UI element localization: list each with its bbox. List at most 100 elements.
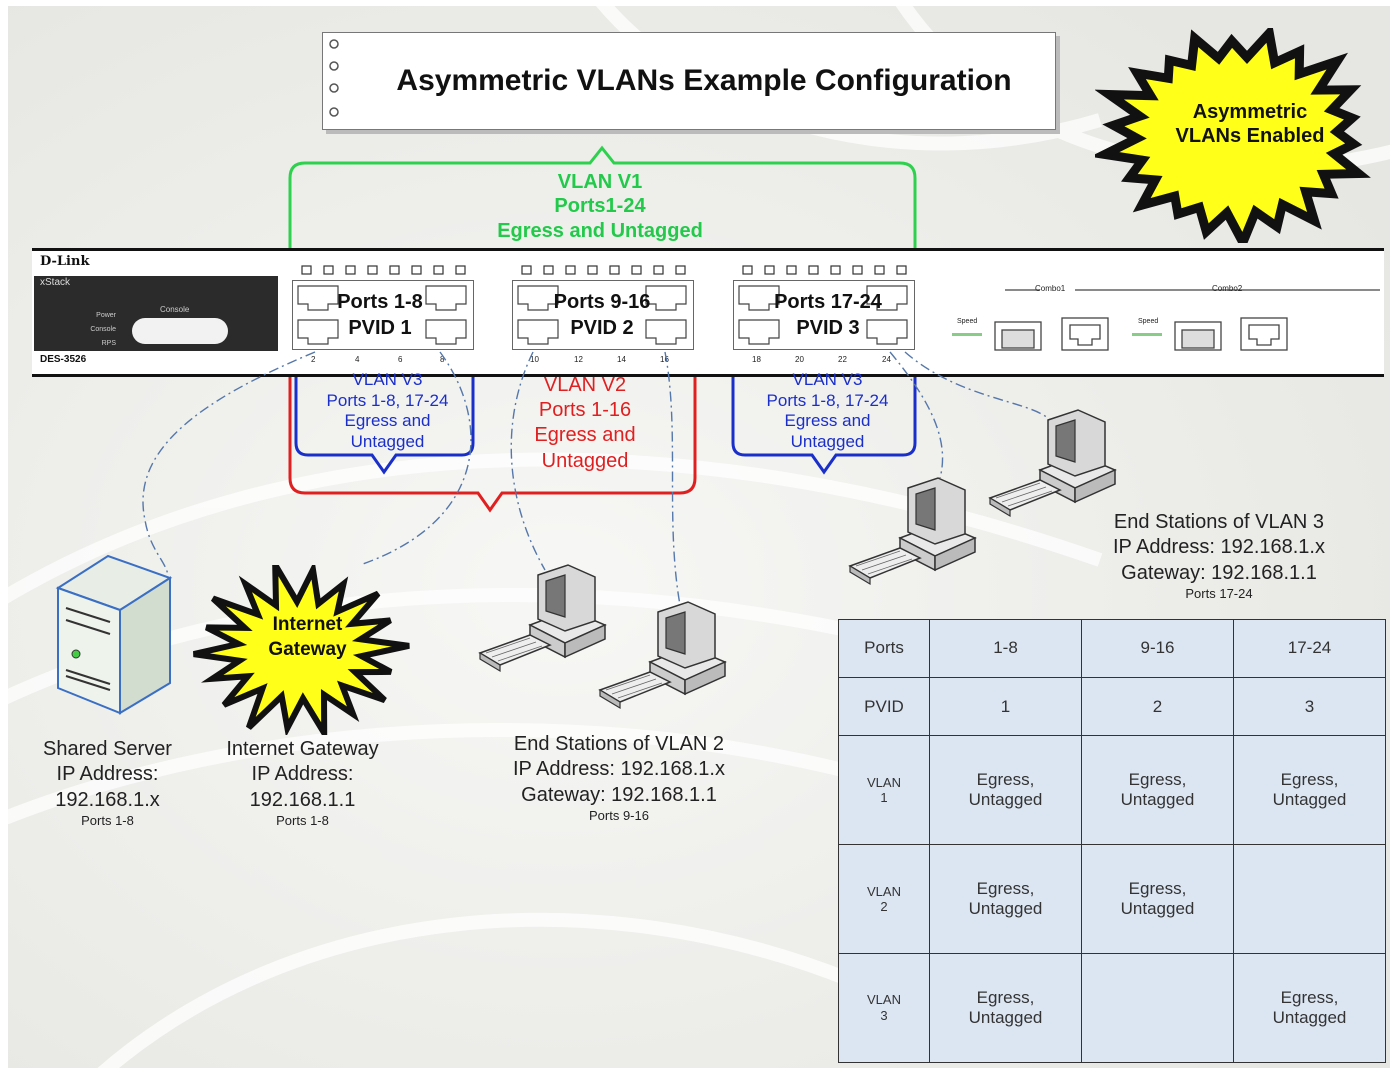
rj45-port — [425, 319, 467, 345]
port-led — [609, 265, 620, 275]
vlan2-stations-ports: Ports 9-16 — [589, 808, 649, 823]
desktop-computer-icon — [598, 601, 727, 710]
table-header-cell: 17-24 — [1233, 618, 1386, 679]
switch-model: DES-3526 — [40, 354, 87, 365]
server-name: Shared Server — [43, 738, 172, 760]
rj45-port — [517, 285, 559, 311]
vlan-v1-name: VLAN V1 — [557, 171, 643, 193]
port-number: 22 — [838, 355, 847, 364]
table-row: VLAN 3 Egress, Untagged Egress, Untagged — [838, 953, 1386, 1063]
port-number: 4 — [355, 355, 360, 364]
port-led — [675, 265, 686, 275]
vlan-v1-ports: Ports1-24 — [554, 195, 646, 218]
table-header-cell: 9-16 — [1081, 618, 1234, 679]
port-led — [631, 265, 642, 275]
table-row-label: VLAN 3 — [838, 953, 930, 1063]
port-group-1 — [292, 280, 474, 350]
combo1-speed-label: Speed — [957, 318, 978, 325]
gateway-ip: 192.168.1.1 — [249, 788, 356, 811]
vlan3-stations-label: End Stations of VLAN 3 IP Address: 192.1… — [1112, 511, 1325, 584]
server-icon — [55, 554, 173, 715]
table-cell — [1233, 844, 1386, 955]
starburst-badge-shape — [1095, 28, 1371, 243]
title-banner: Asymmetric VLANs Example Configuration — [322, 32, 1056, 130]
table-cell: Egress, Untagged — [1233, 735, 1386, 846]
port-group-3-pvid: PVID 3 — [796, 317, 860, 339]
table-header-cell: Ports — [838, 618, 930, 679]
table-cell: 2 — [1081, 677, 1234, 737]
port-number: 18 — [752, 355, 761, 364]
led-console-label: Console — [90, 326, 116, 333]
port-led — [808, 265, 819, 275]
table-cell: Egress, Untagged — [1081, 844, 1234, 955]
port-number: 6 — [398, 355, 403, 364]
table-cell: Egress, Untagged — [1233, 953, 1386, 1063]
port-number: 2 — [311, 355, 316, 364]
rj45-port — [738, 285, 780, 311]
rj45-port — [297, 285, 339, 311]
vlan-v3-bracket-left — [294, 370, 475, 475]
port-group-2 — [512, 280, 694, 350]
port-led — [455, 265, 466, 275]
table-row: VLAN 2 Egress, Untagged Egress, Untagged — [838, 844, 1386, 955]
port-number: 8 — [440, 355, 445, 364]
port-group-1-ports: Ports 1-8 — [337, 291, 423, 313]
desktop-computer-icon — [848, 477, 977, 586]
port-group-3 — [733, 280, 915, 350]
led-labels: Power Console RPS — [80, 309, 116, 351]
table-row-label: VLAN 2 — [838, 844, 930, 955]
server-ip: 192.168.1.x — [55, 788, 160, 811]
internet-gateway-label: Internet Gateway IP Address: 192.168.1.1 — [210, 737, 395, 813]
table-cell: 1 — [929, 677, 1082, 737]
combo2-label: Combo2 — [1212, 284, 1243, 293]
table-row-label: VLAN 1 — [838, 735, 930, 846]
port-number: 24 — [882, 355, 891, 364]
led-power-label: Power — [96, 312, 116, 319]
port-group-3-label: Ports 17-24 PVID 3 — [743, 289, 913, 341]
led-rps-label: RPS — [101, 340, 116, 347]
port-group-2-ports: Ports 9-16 — [553, 291, 651, 313]
port-group-2-pvid: PVID 2 — [570, 317, 634, 339]
rj45-port — [738, 319, 780, 345]
table-cell: 3 — [1233, 677, 1386, 737]
rj45-port — [645, 319, 687, 345]
internet-gateway-burst-shape — [193, 565, 410, 735]
binder-rings-icon — [329, 39, 339, 117]
port-number: 20 — [795, 355, 804, 364]
table-row: VLAN 1 Egress, Untagged Egress, Untagged… — [838, 735, 1386, 846]
table-cell — [1081, 953, 1234, 1063]
port-led — [301, 265, 312, 275]
port-led — [587, 265, 598, 275]
diagram-title: Asymmetric VLANs Example Configuration — [396, 64, 1012, 97]
table-row: PVID 1 2 3 — [838, 677, 1386, 737]
vlan-v3-bracket-right — [731, 370, 917, 475]
port-number: 14 — [617, 355, 626, 364]
table-cell: Egress, Untagged — [1081, 735, 1234, 846]
combo2-speed-label: Speed — [1138, 318, 1159, 325]
port-led — [411, 265, 422, 275]
port-group-2-label: Ports 9-16 PVID 2 — [522, 289, 682, 341]
table-header-row: Ports 1-8 9-16 17-24 — [838, 618, 1386, 679]
table-header-cell: 1-8 — [929, 618, 1082, 679]
port-number: 10 — [530, 355, 539, 364]
port-led — [852, 265, 863, 275]
port-led — [565, 265, 576, 275]
shared-server-label: Shared Server IP Address: 192.168.1.x — [20, 737, 195, 813]
desktop-computer-icon — [988, 409, 1117, 518]
rj45-port — [645, 285, 687, 311]
internet-gateway-ports: Ports 1-8 — [276, 813, 329, 828]
rj45-port — [425, 285, 467, 311]
vlan-v1-bracket — [288, 145, 917, 275]
vlan-v2-bracket — [288, 370, 697, 513]
combo1-label: Combo1 — [1035, 284, 1066, 293]
vlan-v1-mode: Egress and Untagged — [497, 219, 703, 242]
port-led — [764, 265, 775, 275]
vlan3-stations-ports: Ports 17-24 — [1185, 586, 1253, 601]
switch-series: xStack — [40, 277, 71, 288]
rj45-port — [866, 285, 908, 311]
shared-server-ports: Ports 1-8 — [81, 813, 134, 828]
table-cell: Egress, Untagged — [929, 735, 1082, 846]
